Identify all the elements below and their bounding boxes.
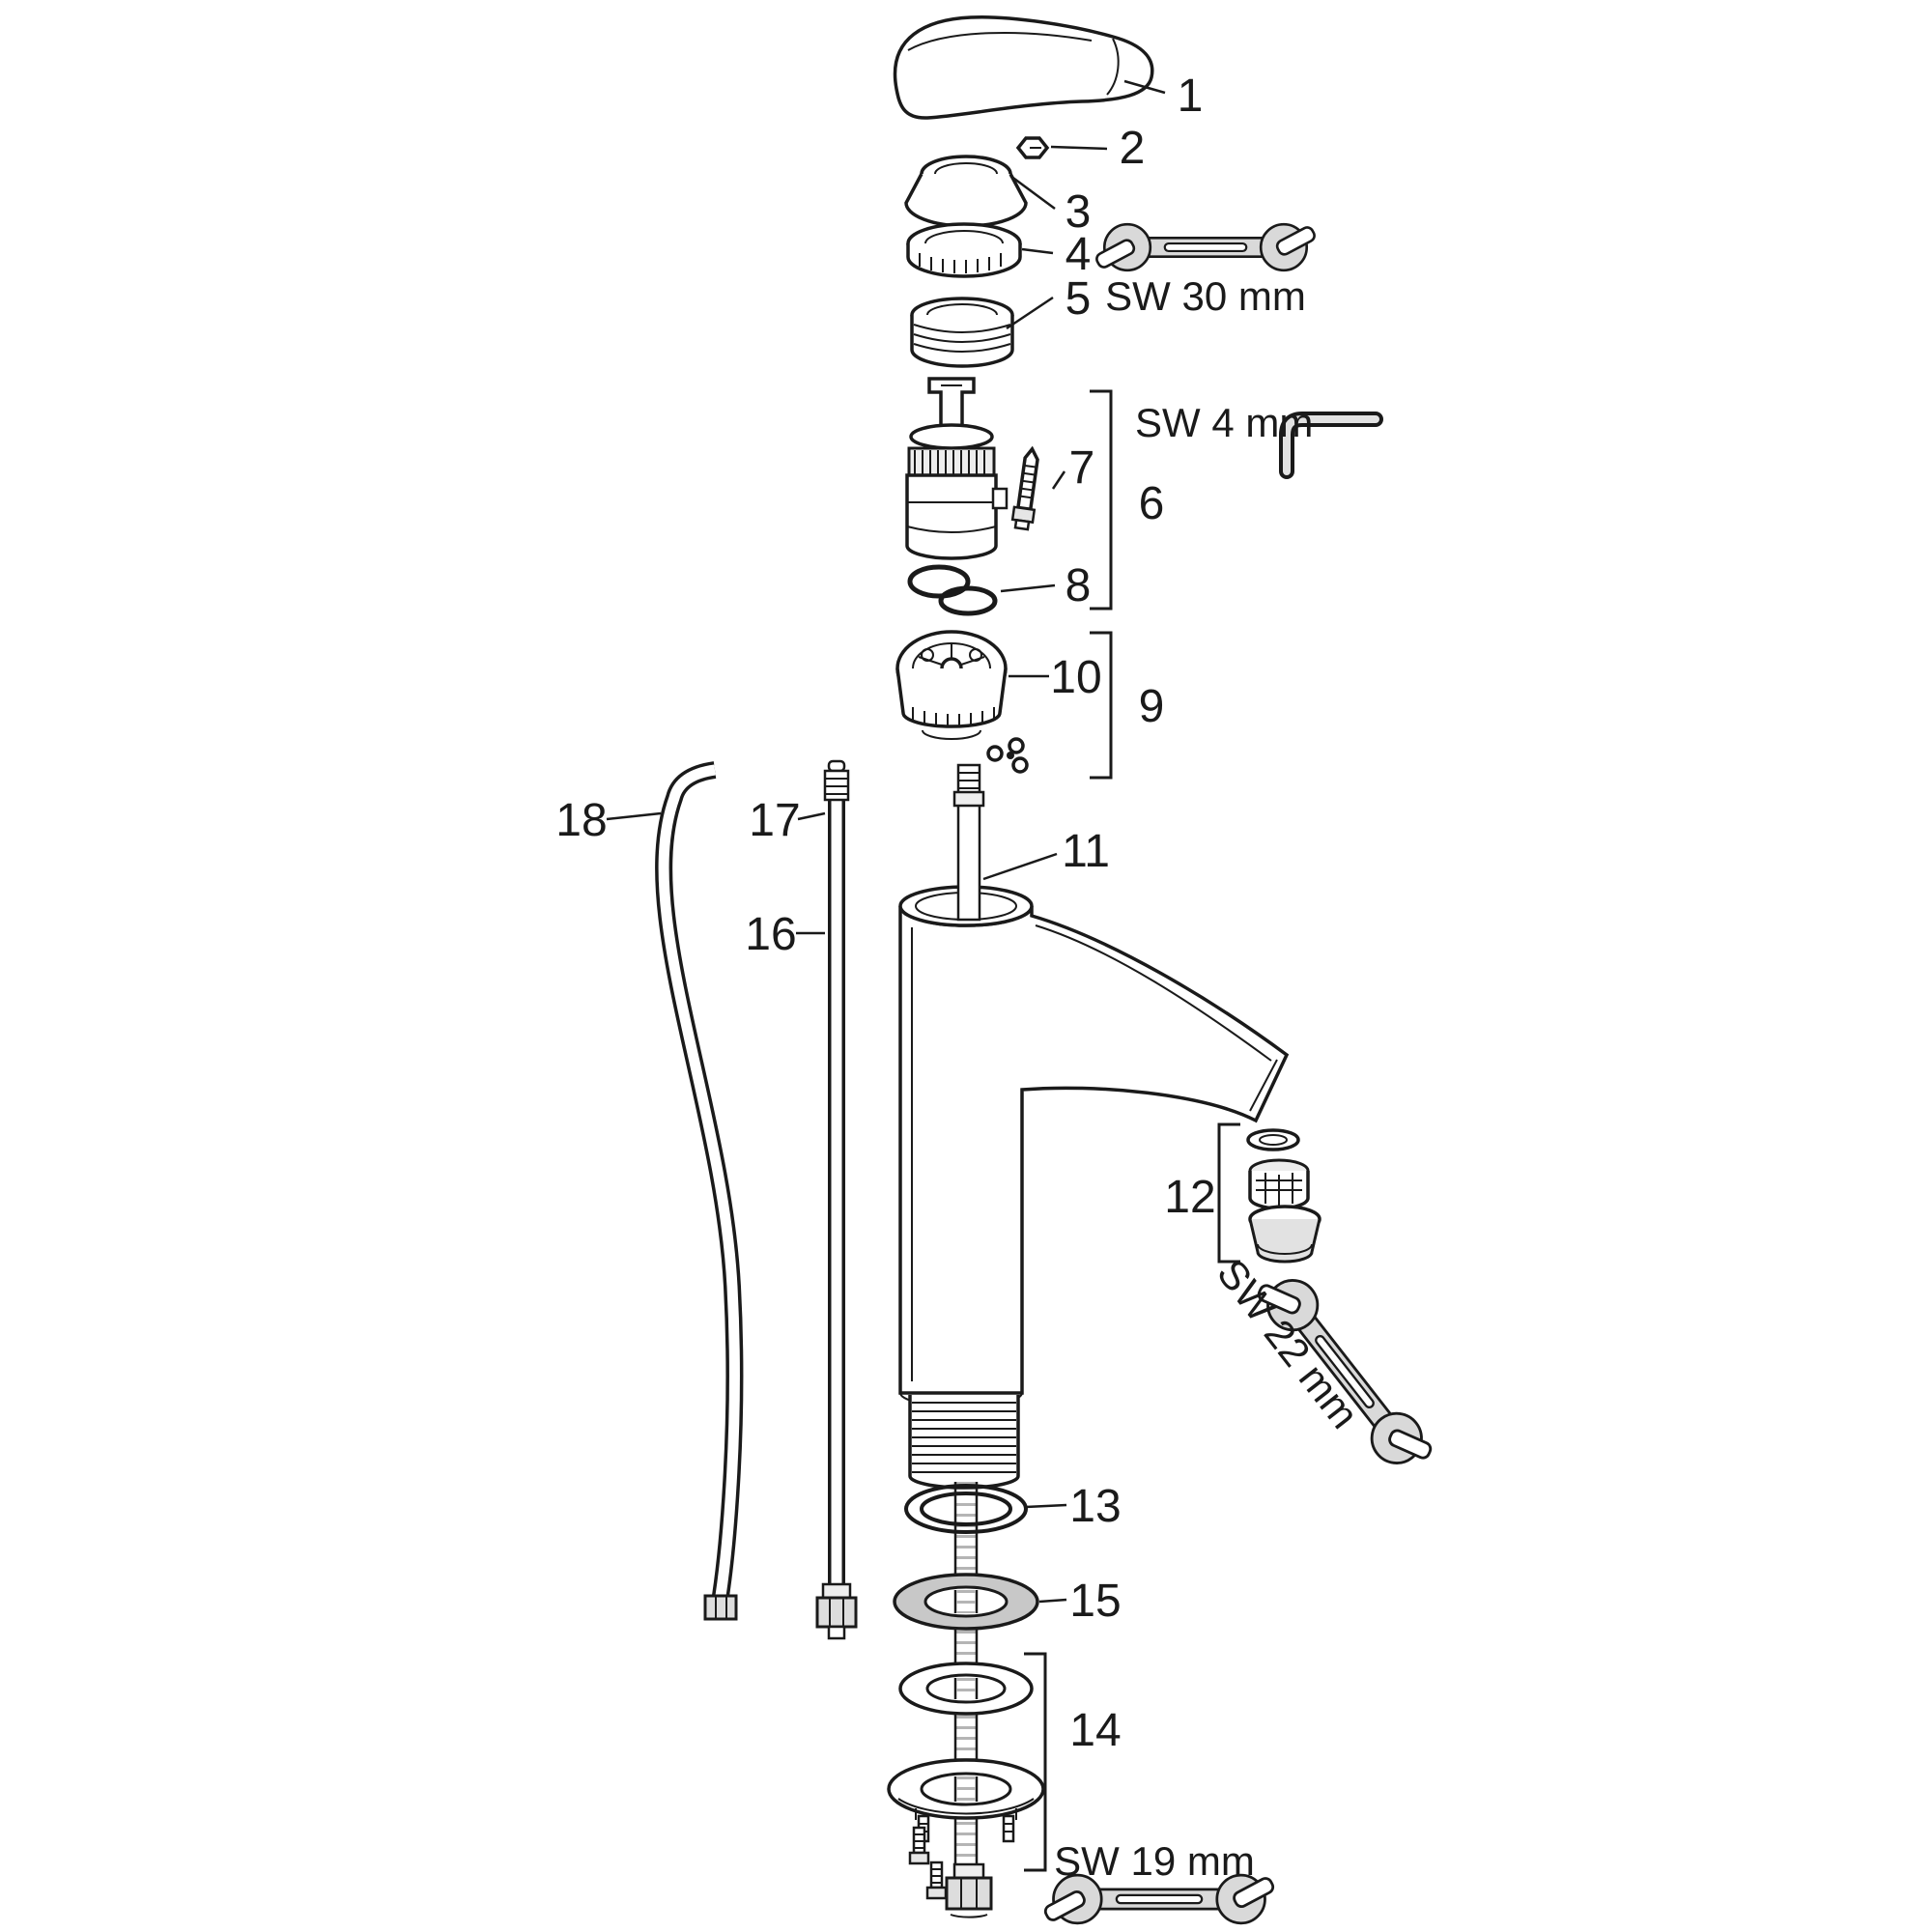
group-brackets	[1024, 389, 1240, 1872]
part-label-18: 18	[555, 795, 607, 846]
part-8-o-rings	[907, 564, 998, 616]
part-4-nut	[906, 222, 1022, 278]
leader-15	[1038, 1598, 1067, 1604]
part-label-15: 15	[1069, 1576, 1121, 1627]
part-17-hose-connector	[823, 759, 850, 802]
part-16-supply-hose	[815, 759, 858, 1640]
bracket-6	[1090, 389, 1113, 611]
retainer-clip	[986, 737, 1029, 774]
part-1-handle	[893, 14, 1154, 120]
part-12-aerator-assembly	[1246, 1128, 1321, 1264]
leader-13	[1025, 1503, 1067, 1509]
part-label-7: 7	[1069, 442, 1095, 494]
tool-label-sw30: SW 30 mm	[1105, 273, 1306, 319]
leader-5	[1006, 296, 1054, 330]
leader-11	[982, 852, 1058, 881]
threaded-shank	[899, 1392, 1023, 1490]
part-11-connection-pipe	[952, 763, 985, 922]
part-18-flexible-hose	[655, 761, 744, 1621]
part-label-10: 10	[1050, 652, 1101, 703]
part-label-14: 14	[1069, 1705, 1121, 1756]
allen-key-sw4-icon	[1279, 412, 1383, 479]
leader-4	[1021, 247, 1054, 255]
leader-2	[1050, 145, 1108, 151]
part-label-8: 8	[1065, 560, 1092, 611]
part-label-11: 11	[1062, 826, 1110, 877]
part-13-o-ring	[904, 1484, 1028, 1534]
tool-label-sw22: SW 22 mm	[1208, 1251, 1368, 1437]
part-label-3: 3	[1065, 186, 1092, 238]
part-label-5: 5	[1065, 273, 1092, 325]
leader-18	[606, 811, 662, 821]
part-number-labels: 1 2 3 4 5 6 7 8 9 10 11 12 13 15 14 16 1…	[555, 71, 1215, 1756]
bracket-12	[1217, 1122, 1240, 1264]
faucet-body	[898, 885, 1290, 1395]
part-label-13: 13	[1069, 1481, 1121, 1532]
rod-end-connector	[945, 1862, 993, 1918]
part-7-screw	[1010, 445, 1039, 531]
part-label-17: 17	[749, 795, 800, 846]
part-10-check-valve	[895, 630, 1008, 740]
part-label-2: 2	[1120, 123, 1146, 174]
leader-7	[1051, 470, 1066, 490]
part-14-ring	[898, 1662, 1034, 1716]
part-label-6: 6	[1139, 478, 1165, 529]
part-label-9: 9	[1139, 681, 1165, 732]
part-2-screw	[1015, 136, 1050, 159]
tool-label-sw19: SW 19 mm	[1054, 1838, 1255, 1884]
leader-lines	[606, 79, 1166, 1604]
part-label-12: 12	[1164, 1172, 1215, 1223]
wrench-sw30-icon	[1093, 222, 1319, 272]
part-14-flange	[887, 1758, 1045, 1843]
part-6-cartridge	[905, 377, 1009, 560]
leader-17	[797, 811, 826, 821]
bracket-14	[1024, 1652, 1047, 1872]
part-label-4: 4	[1065, 229, 1092, 280]
part-label-1: 1	[1178, 71, 1204, 122]
bracket-9	[1090, 631, 1113, 780]
part-15-washer	[893, 1573, 1039, 1631]
tool-label-sw4: SW 4 mm	[1135, 400, 1313, 445]
leader-1	[1123, 79, 1166, 95]
leader-8	[1000, 583, 1056, 593]
part-label-16: 16	[745, 909, 796, 960]
bottom-screws	[908, 1826, 948, 1900]
part-3-cap-ring	[904, 155, 1028, 228]
leader-3	[1009, 174, 1056, 211]
part-5-threaded-ring	[910, 297, 1014, 368]
